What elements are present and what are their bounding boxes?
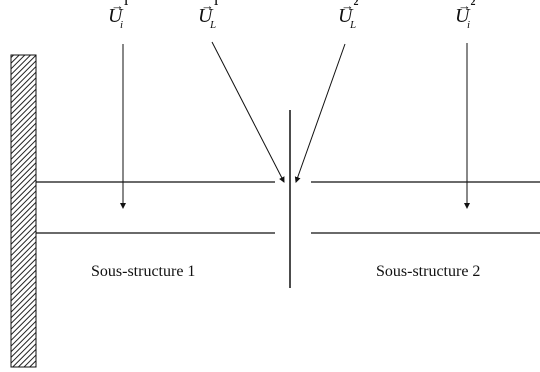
caption-substructure-2: Sous-structure 2: [376, 263, 481, 280]
vector-arrow-icon: →: [201, 0, 214, 13]
fixed-wall: [10, 54, 37, 368]
vector-arrow-icon: →: [341, 0, 354, 13]
vector-arrow-icon: →: [458, 0, 471, 13]
caption-substructure-1: Sous-structure 1: [91, 263, 196, 280]
arrow-u-l-1: [211, 41, 285, 183]
arrow-u-l-2: [294, 43, 346, 183]
vector-arrow-icon: →: [111, 0, 124, 13]
